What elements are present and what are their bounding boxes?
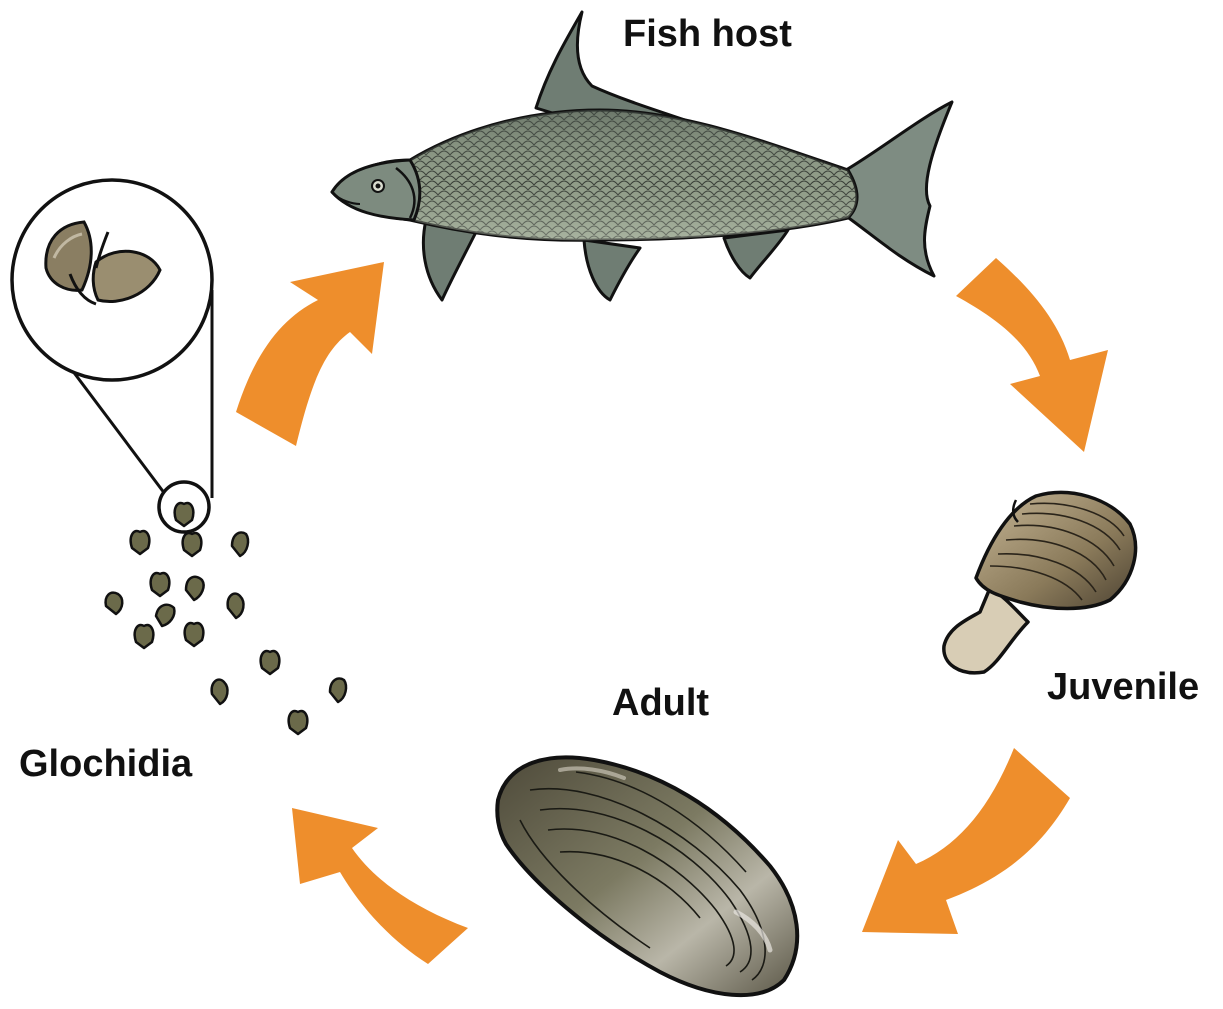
fish-illustration <box>332 12 952 300</box>
label-adult: Adult <box>612 684 709 722</box>
arrow-adult-to-glochidia <box>292 808 468 964</box>
arrow-juvenile-to-adult <box>862 748 1070 934</box>
adult-mussel-illustration <box>497 757 797 995</box>
label-glochidia: Glochidia <box>19 745 192 783</box>
juvenile-mussel-illustration <box>944 492 1136 672</box>
label-fish-host: Fish host <box>623 15 792 53</box>
label-juvenile: Juvenile <box>1047 668 1199 706</box>
arrow-fish-to-juvenile <box>956 258 1108 452</box>
glochidia-cluster <box>106 503 346 734</box>
arrow-glochidia-to-fish <box>236 262 384 446</box>
glochidia-magnified-icon <box>12 180 212 532</box>
